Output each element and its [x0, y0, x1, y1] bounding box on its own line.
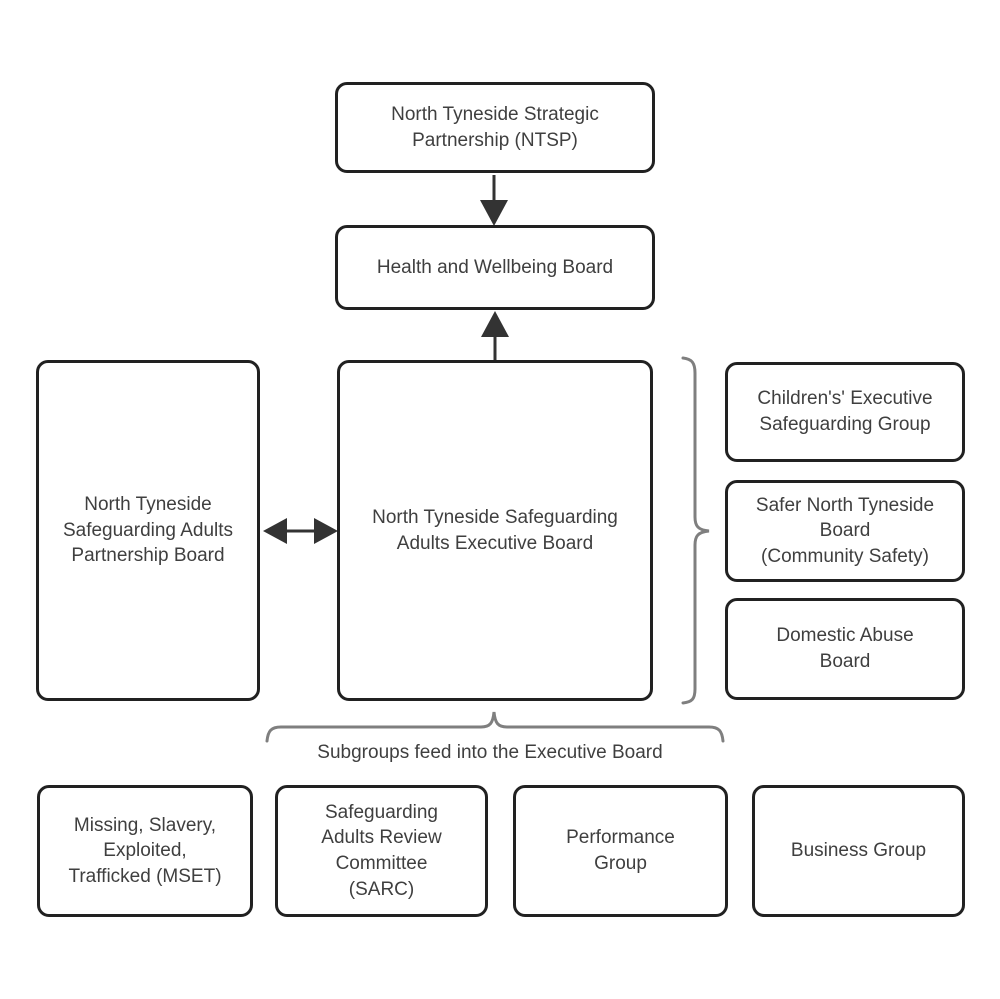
node-domestic-abuse-board-label: Domestic Abuse Board [776, 625, 914, 672]
brace-right-column [681, 356, 710, 705]
subgroups-caption: Subgroups feed into the Executive Board [317, 742, 663, 763]
node-sarc-label: Safeguarding Adults Review Committee (SA… [321, 801, 442, 900]
node-safeguarding-adults-executive-board-label: North Tyneside Safeguarding Adults Execu… [372, 506, 618, 554]
node-safeguarding-adults-executive-board: North Tyneside Safeguarding Adults Execu… [337, 360, 653, 701]
node-domestic-abuse-board: Domestic Abuse Board [725, 598, 965, 700]
node-ntsp: North Tyneside Strategic Partnership (NT… [335, 82, 655, 173]
node-safeguarding-adults-partnership-board-label: North Tyneside Safeguarding Adults Partn… [62, 494, 234, 567]
node-mset: Missing, Slavery, Exploited, Trafficked … [37, 785, 253, 917]
node-childrens-executive-safeguarding-group-label: Children's' Executive Safeguarding Group [757, 388, 933, 435]
node-health-wellbeing-board-label: Health and Wellbeing Board [376, 256, 614, 278]
node-health-wellbeing-board: Health and Wellbeing Board [335, 225, 655, 310]
node-sarc: Safeguarding Adults Review Committee (SA… [275, 785, 488, 917]
node-performance-group: Performance Group [513, 785, 728, 917]
arrow-down-icon [480, 175, 508, 226]
node-ntsp-label: North Tyneside Strategic Partnership (NT… [391, 103, 599, 151]
node-performance-group-label: Performance Group [566, 827, 675, 874]
node-safer-north-tyneside-board-label: Safer North Tyneside Board (Community Sa… [755, 494, 935, 567]
node-safer-north-tyneside-board: Safer North Tyneside Board (Community Sa… [725, 480, 965, 582]
node-mset-label: Missing, Slavery, Exploited, Trafficked … [68, 814, 222, 887]
arrow-up-icon [481, 311, 509, 360]
node-childrens-executive-safeguarding-group: Children's' Executive Safeguarding Group [725, 362, 965, 462]
arrow-double-horizontal-icon [263, 518, 338, 544]
brace-subgroups [265, 711, 725, 743]
node-business-group: Business Group [752, 785, 965, 917]
node-safeguarding-adults-partnership-board: North Tyneside Safeguarding Adults Partn… [36, 360, 260, 701]
node-business-group-label: Business Group [790, 840, 927, 862]
